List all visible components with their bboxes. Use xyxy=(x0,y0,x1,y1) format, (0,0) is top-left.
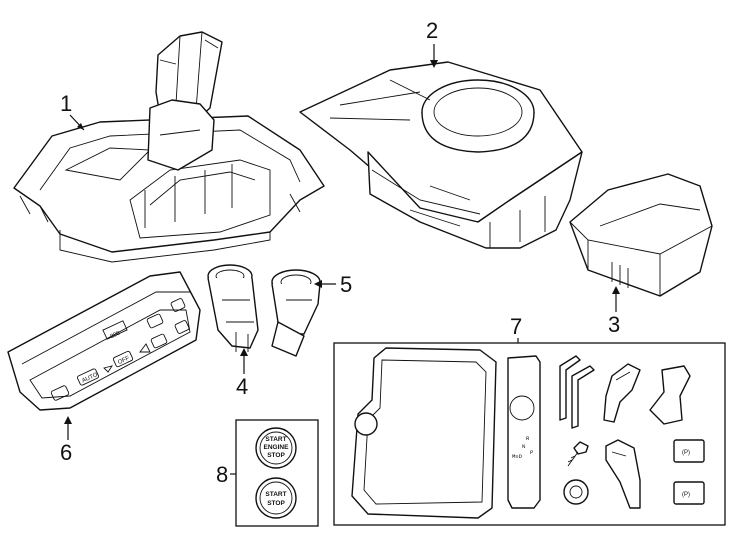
selector-mind: M≡D xyxy=(512,453,523,460)
callout-2: 2 xyxy=(426,18,438,43)
climate-display: 888 xyxy=(110,330,122,340)
callout-1: 1 xyxy=(60,91,72,116)
callout-7: 7 xyxy=(510,314,522,339)
callout-3: 3 xyxy=(608,312,620,337)
part-7-kit-box: R N P M≡D (P) (P) xyxy=(333,342,726,526)
callout-4: 4 xyxy=(236,374,248,399)
part-3-module xyxy=(569,173,713,297)
selector-r: R xyxy=(526,435,530,442)
part-6-climate-panel: 888 AUTO OFF xyxy=(7,271,201,411)
part-8-start-buttons: START ENGINE STOP START STOP xyxy=(235,419,319,527)
switch-symbol-2: (P) xyxy=(682,492,690,498)
callouts: 1 2 3 4 5 6 7 8 xyxy=(60,18,620,487)
callout-6: 6 xyxy=(60,440,72,465)
stop-label-1: STOP xyxy=(267,452,285,459)
callout-5: 5 xyxy=(340,272,352,297)
off-label: OFF xyxy=(117,355,131,366)
callout-8: 8 xyxy=(216,462,228,487)
engine-label: ENGINE xyxy=(264,444,290,451)
start-label-2: START xyxy=(265,491,286,498)
part-5-socket xyxy=(271,269,321,357)
part-4-socket xyxy=(207,264,259,352)
part-2-controller xyxy=(299,61,583,249)
selector-p: P xyxy=(530,449,533,456)
start-label-1: START xyxy=(265,436,286,443)
part-1-shifter-console xyxy=(13,31,325,263)
selector-n: N xyxy=(522,443,525,450)
stop-label-2: STOP xyxy=(267,500,285,507)
switch-symbol-1: (P) xyxy=(682,450,690,456)
